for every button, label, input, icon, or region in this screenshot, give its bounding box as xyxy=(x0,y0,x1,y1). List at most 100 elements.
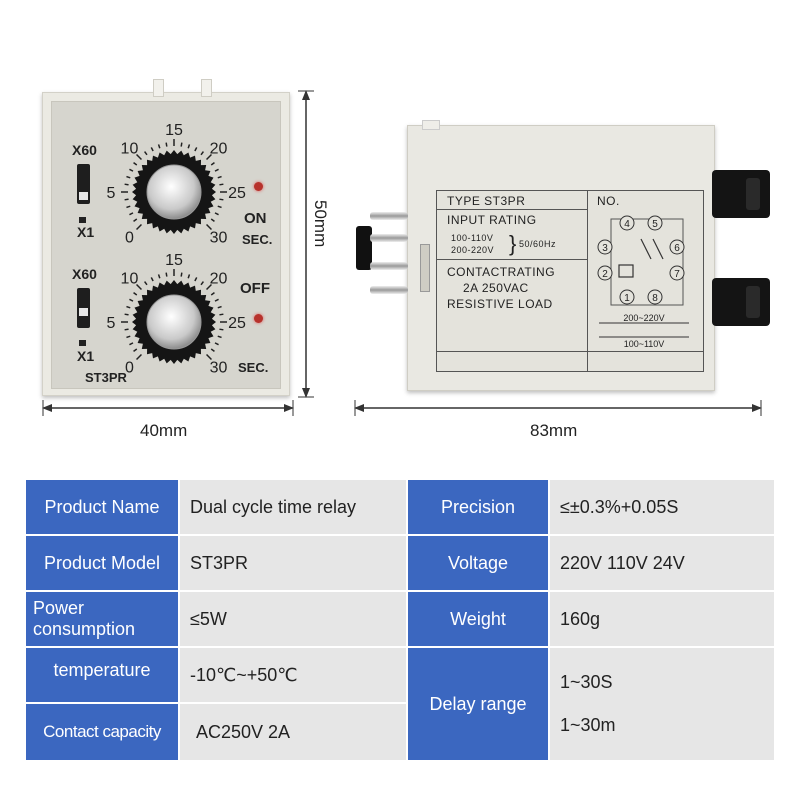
dial-cap[interactable] xyxy=(146,164,202,220)
dial-tick xyxy=(194,277,198,282)
table-row: temperature xyxy=(26,648,178,702)
dial-tick-label: 30 xyxy=(210,230,228,247)
relay-pin xyxy=(370,212,408,220)
table-row: Product Model xyxy=(26,536,178,590)
side-width-dimension-line xyxy=(354,400,762,416)
dial-tick-label: 15 xyxy=(165,122,183,139)
label-resistive-load: RESISTIVE LOAD xyxy=(447,297,553,311)
dial-tick xyxy=(157,274,161,279)
dial-tick xyxy=(135,353,143,361)
dial-tick xyxy=(133,292,138,296)
spec-header: temperature xyxy=(53,660,151,680)
dial-tick-label: 10 xyxy=(121,270,139,287)
dial-tick xyxy=(129,342,134,346)
dial-tick-label: 20 xyxy=(210,140,228,157)
spec-header: Contact capacity xyxy=(43,722,161,741)
dial-tick xyxy=(217,205,222,209)
relay-pin xyxy=(370,234,408,242)
dial-tick xyxy=(126,335,131,339)
relay-front-view: X60 X1 0 5 10 15 20 25 30 ON SEC. X60 X1 ST3PR… xyxy=(42,79,290,396)
dial-tick-label: 15 xyxy=(165,252,183,269)
dial-tick xyxy=(124,328,129,331)
spec-value: 160g xyxy=(560,608,601,629)
spec-header: Product Name xyxy=(44,496,160,517)
dial-tick xyxy=(129,168,134,172)
dial-tick xyxy=(200,281,204,286)
dial-tick xyxy=(180,272,183,277)
dial-tick xyxy=(129,298,134,302)
dial-tick-label: 0 xyxy=(125,230,134,247)
relay-pin xyxy=(370,286,408,294)
on-label: ON xyxy=(244,210,267,227)
dial-tick xyxy=(214,298,219,302)
pin-number: 7 xyxy=(674,269,680,280)
front-width-dimension-line xyxy=(42,400,294,416)
dial-tick xyxy=(165,142,168,147)
multiplier-switch-1[interactable] xyxy=(77,164,90,204)
dial-tick-label: 5 xyxy=(107,315,116,332)
switch1-x1-label: X1 xyxy=(77,224,95,240)
side-knob-2[interactable] xyxy=(712,278,770,326)
model-label: ST3PR xyxy=(85,370,127,385)
dial-tick xyxy=(194,147,198,152)
spec-value: 1~30m xyxy=(560,715,616,735)
dial-tick xyxy=(144,281,148,286)
dial-tick xyxy=(150,147,154,152)
dial-tick xyxy=(124,198,129,201)
dial-tick xyxy=(217,335,222,339)
dial-tick xyxy=(210,292,215,296)
dial-tick xyxy=(200,151,204,156)
dial-tick xyxy=(214,212,219,216)
spec-value: ≤±0.3%+0.05S xyxy=(560,496,679,517)
pin-circle xyxy=(619,215,635,231)
pin-number: 5 xyxy=(652,219,658,230)
dial-tick xyxy=(205,153,213,161)
dial-tick xyxy=(144,151,148,156)
dial-tick xyxy=(135,283,143,291)
table-row: Product Name xyxy=(26,480,178,534)
dial-cap[interactable] xyxy=(146,294,202,350)
dial-tick xyxy=(126,305,131,309)
dial-tick xyxy=(126,175,131,179)
pin-number: 4 xyxy=(624,219,630,230)
wiring-voltage-1: 200~220V xyxy=(623,313,664,323)
dial-tick-label: 30 xyxy=(210,360,228,377)
side-width-label: 83mm xyxy=(530,421,578,440)
multiplier-switch-2[interactable] xyxy=(77,288,90,328)
spec-value: ≤5W xyxy=(190,608,227,629)
relay-pin xyxy=(370,262,408,270)
dial-tick-label: 10 xyxy=(121,140,139,157)
spec-label-plate: TYPE ST3PR NO. INPUT RATING 100-110V 200… xyxy=(436,190,704,372)
spec-header: Product Model xyxy=(43,552,161,573)
dial-tick xyxy=(214,342,219,346)
relay-socket-key xyxy=(356,226,372,270)
dial-tick xyxy=(129,212,134,216)
dial-tick xyxy=(150,277,154,282)
dial-tick xyxy=(135,153,143,161)
dial-tick xyxy=(187,274,191,279)
relay-side-view: TYPE ST3PR NO. INPUT RATING 100-110V 200… xyxy=(407,120,715,391)
dial-tick xyxy=(165,272,168,277)
pin-circle xyxy=(647,215,663,231)
dial-tick xyxy=(157,144,161,149)
switch2-x1-label: X1 xyxy=(77,348,95,364)
dial-tick xyxy=(210,162,215,166)
spec-value: ST3PR xyxy=(190,552,249,573)
spec-value: 1~30S xyxy=(560,672,613,692)
switch2-x60-label: X60 xyxy=(72,266,97,282)
spec-value: 220V 110V 24V xyxy=(560,552,685,573)
label-contact-value: 2A 250VAC xyxy=(463,281,529,295)
spec-header: Precision xyxy=(440,496,516,517)
switch1-x60-label: X60 xyxy=(72,142,97,158)
dial-tick-label: 25 xyxy=(228,185,246,202)
spec-header: Weight xyxy=(450,608,506,629)
dial-tick xyxy=(214,168,219,172)
timer-dial-1[interactable]: 0 5 10 15 20 25 30 xyxy=(102,112,272,252)
side-knob-1[interactable] xyxy=(712,170,770,218)
dial-tick-label: 5 xyxy=(107,185,116,202)
dial-tick xyxy=(126,205,131,209)
label-no: NO. xyxy=(597,194,620,208)
sec-label-2: SEC. xyxy=(238,360,269,375)
dial-tick xyxy=(210,218,215,222)
